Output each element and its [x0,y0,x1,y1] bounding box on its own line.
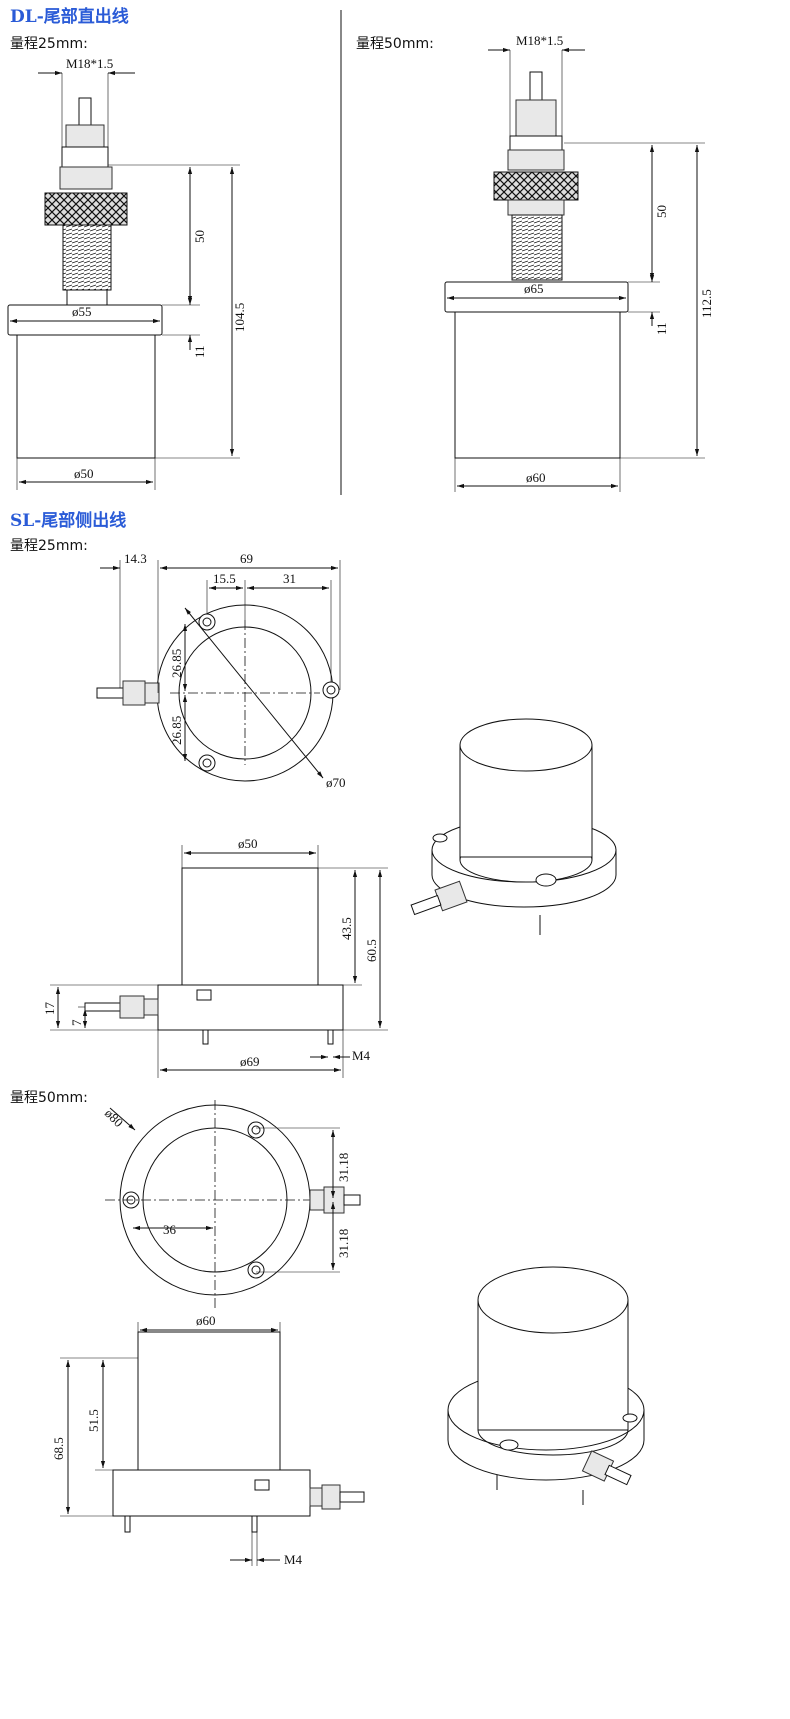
sl25-top-dimensions: 14.3 69 15.5 31 26.85 26.85 ø70 [100,551,346,790]
dim-body-diameter: ø50 [74,466,94,481]
dim-thread: M18*1.5 [66,56,113,71]
sl-range25-label: 量程25mm: [10,538,88,554]
dim-total-height: 112.5 [699,289,714,318]
dim-body-diameter: ø50 [238,836,258,851]
sl50-top-view [105,1100,361,1310]
dim-body-height: 43.5 [339,917,354,940]
dim-outer-diameter: ø70 [326,775,346,790]
dim-flange-diameter: ø65 [524,281,544,296]
dl25-sensor-side-view [7,97,163,459]
dim-hole-y1: 31.18 [336,1153,351,1182]
dim-body-diameter: ø60 [196,1313,216,1328]
dim-outer-diameter: ø80 [102,1106,126,1130]
dim-flange-diameter: ø69 [240,1054,260,1069]
dim-thread-height: 50 [654,205,669,218]
dim-total-height: 68.5 [51,1437,66,1460]
dim-screw: M4 [284,1552,303,1567]
dim-hole-radius: 31 [283,571,296,586]
sl50-isometric-view [447,1266,645,1505]
sl25-isometric-view [410,718,617,935]
dim-offset: 14.3 [124,551,147,566]
dim-width: 69 [240,551,253,566]
dl-range25-label: 量程25mm: [10,36,88,52]
sl-range50-label: 量程50mm: [10,1090,88,1106]
sl25-side-dimensions: ø50 43.5 60.5 17 7 ø69 M4 [42,836,388,1078]
dim-flange-height: 11 [654,322,669,335]
sl50-side-view [112,1331,365,1533]
dim-cable-height: 7 [69,1019,84,1026]
dim-total-height: 104.5 [232,303,247,332]
dim-flange-height: 17 [42,1002,57,1016]
dim-body-height: 51.5 [86,1409,101,1432]
dl-range50-label: 量程50mm: [356,36,434,52]
section-title-sl: SL-尾部侧出线 [10,510,126,531]
dim-body-diameter: ø60 [526,470,546,485]
dim-hole-x: 15.5 [213,571,236,586]
dim-flange-diameter: ø55 [72,304,92,319]
sl25-side-view [84,867,344,1045]
dl25-dimensions: M18*1.5 50 11 104.5 ø55 ø50 [10,56,247,490]
dim-hole-y1: 26.85 [169,649,184,678]
dl50-dimensions: M18*1.5 50 11 112.5 ø65 ø60 [447,33,714,492]
sl50-side-dimensions: ø60 51.5 68.5 M4 [51,1313,303,1567]
dim-hole-y2: 31.18 [336,1229,351,1258]
sl25-top-view [96,604,340,782]
dim-screw: M4 [352,1048,371,1063]
dim-total-height: 60.5 [364,939,379,962]
dim-flange-height: 11 [192,345,207,358]
dim-hole-y2: 26.85 [169,716,184,745]
dim-hole-x: 36 [163,1222,177,1237]
dim-thread-height: 50 [192,230,207,243]
section-title-dl: DL-尾部直出线 [10,6,129,27]
dim-thread: M18*1.5 [516,33,563,48]
dl50-sensor-side-view [444,71,629,459]
